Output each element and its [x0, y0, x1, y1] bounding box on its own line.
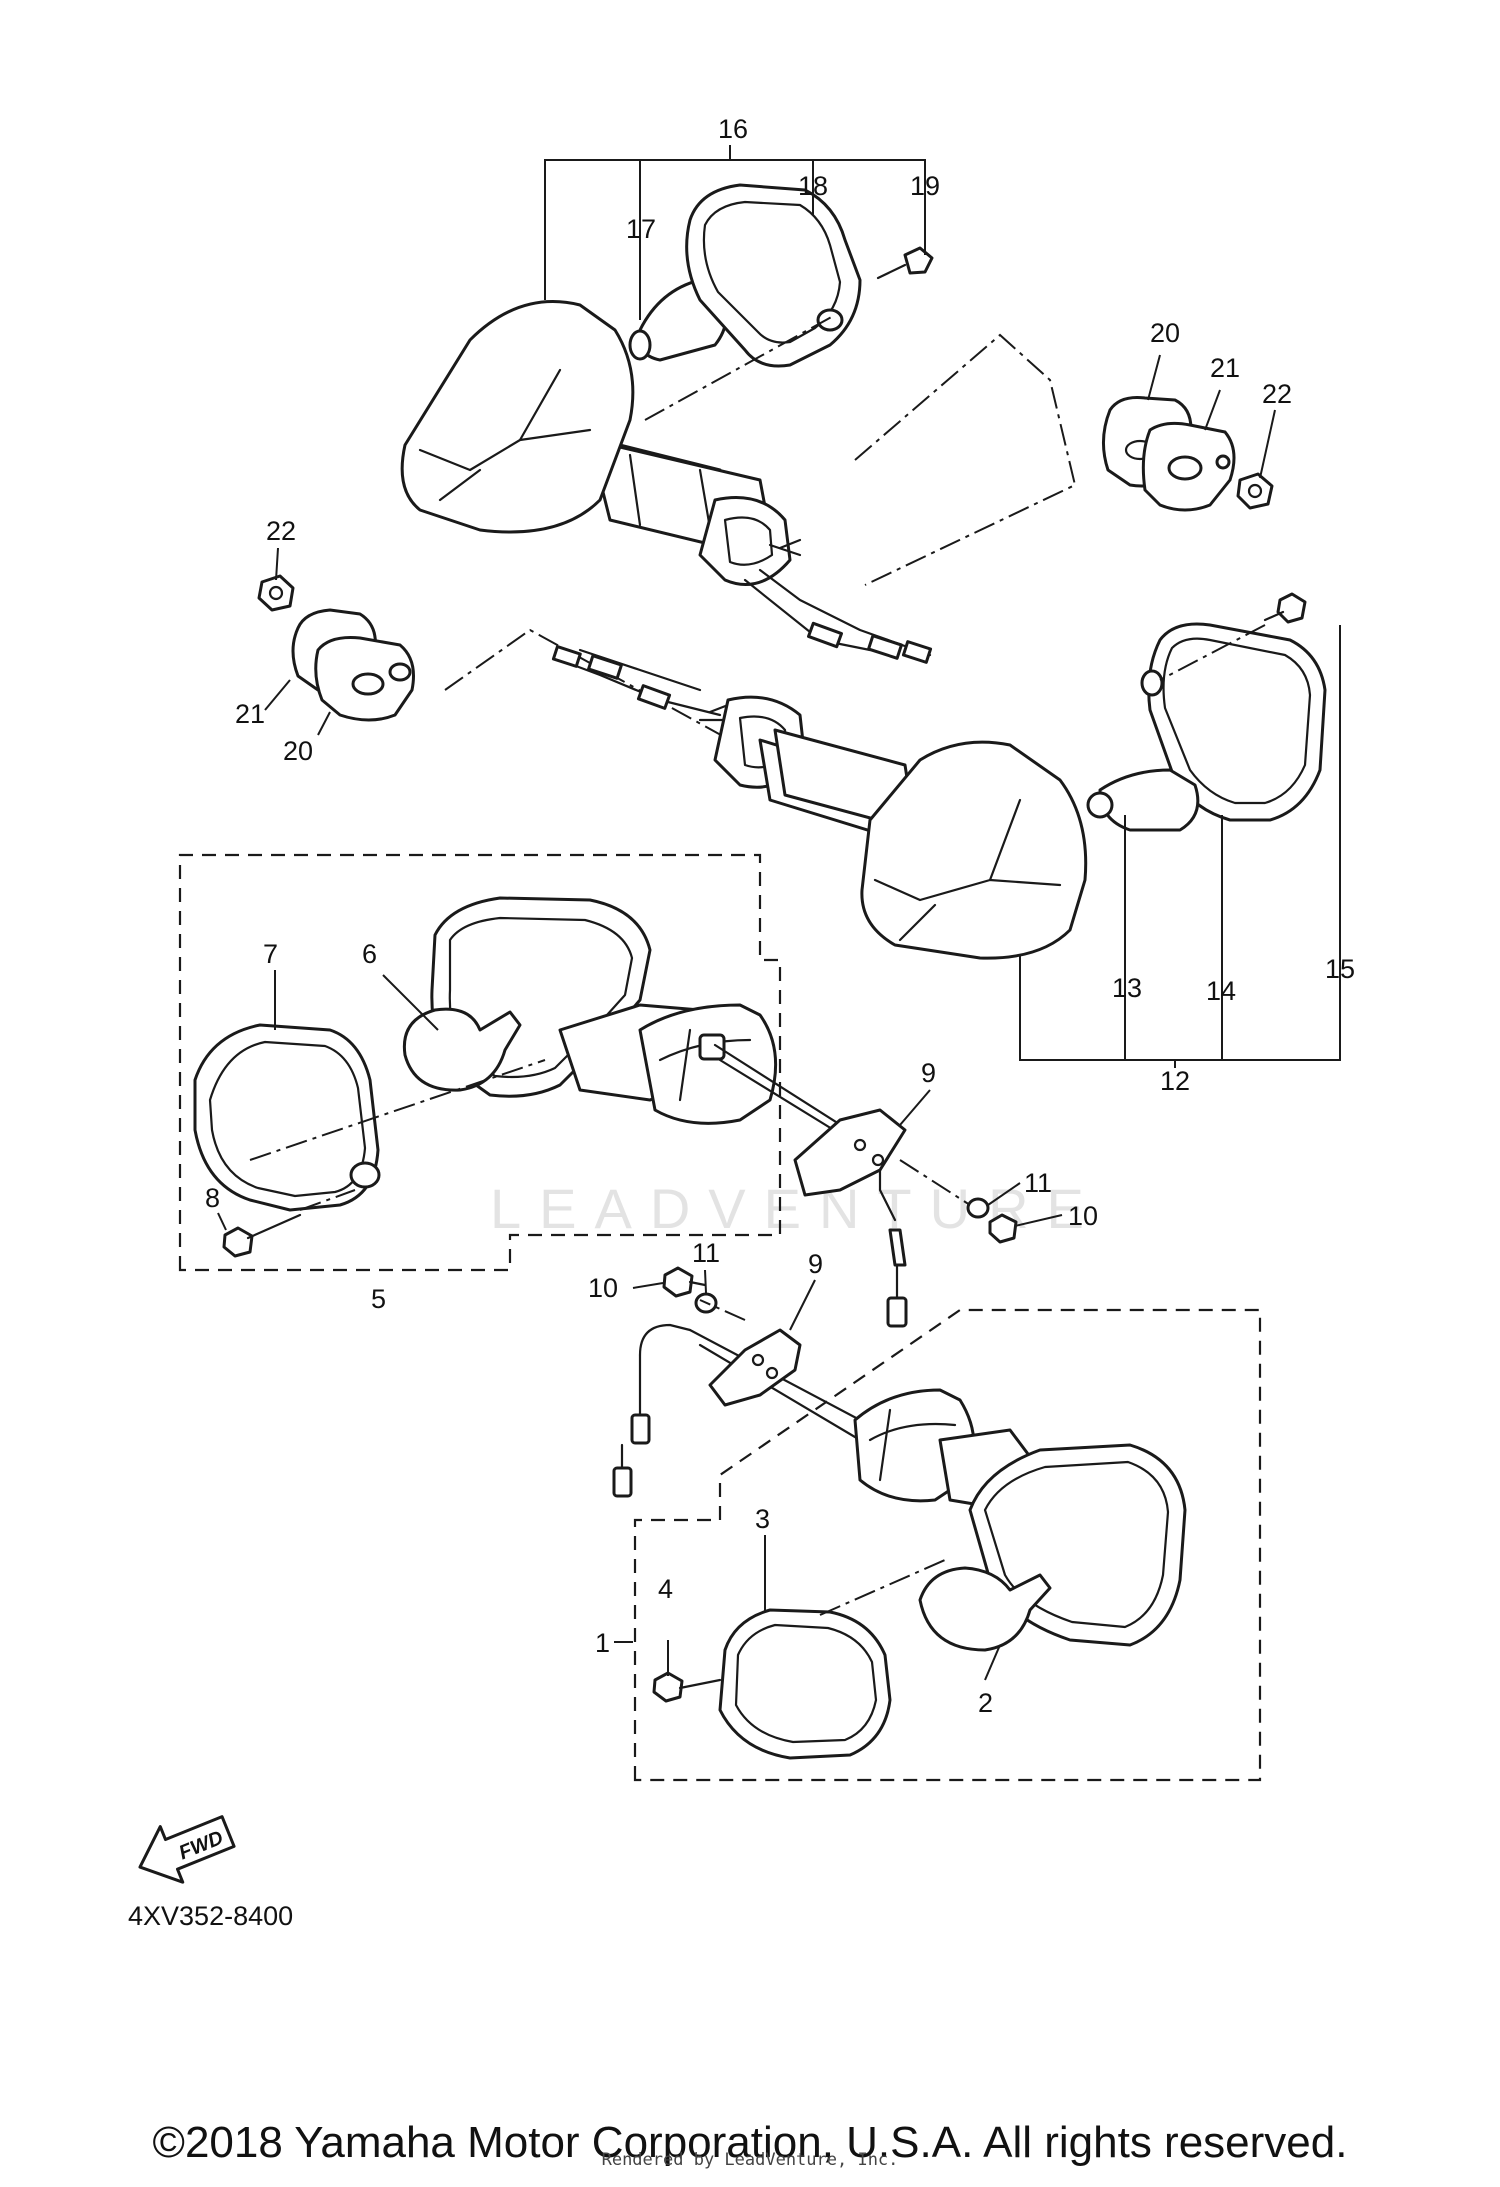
callout-21-lower: 21 [235, 699, 265, 729]
callout-16: 16 [718, 114, 748, 144]
callout-9-upper: 9 [921, 1058, 936, 1088]
rear-turn-signal-assembly-lower [551, 592, 1327, 960]
callout-10-upper: 10 [1068, 1201, 1098, 1231]
callout-13: 13 [1112, 973, 1142, 1003]
callout-11-upper: 11 [1024, 1168, 1052, 1198]
callout-7: 7 [263, 939, 278, 969]
callout-11-lower: 11 [692, 1238, 720, 1268]
leader-lines [217, 145, 1341, 1681]
front-flasher-assembly-left [178, 853, 1018, 1328]
rear-turn-signal-assembly-upper [400, 183, 1077, 664]
callout-9-lower: 9 [808, 1249, 823, 1279]
callout-10-lower: 10 [588, 1273, 618, 1303]
forward-arrow-icon: FWD [138, 1815, 236, 1884]
callout-5: 5 [371, 1284, 386, 1314]
front-flasher-assembly-right [612, 1266, 1262, 1782]
callout-labels: 16 17 18 19 20 21 22 22 21 20 13 14 15 1… [205, 114, 1355, 1718]
copyright-text: ©2018 Yamaha Motor Corporation, U.S.A. A… [152, 2118, 1348, 2167]
callout-22-lower: 22 [266, 516, 296, 546]
callout-14: 14 [1206, 976, 1236, 1006]
callout-6: 6 [362, 939, 377, 969]
callout-2: 2 [978, 1688, 993, 1718]
callout-22-upper: 22 [1262, 379, 1292, 409]
callout-3: 3 [755, 1504, 770, 1534]
callout-21-upper: 21 [1210, 353, 1240, 383]
rendered-by-text: Rendered by LeadVenture, Inc. [601, 2150, 899, 2170]
callout-20-lower: 20 [283, 736, 313, 766]
callout-19: 19 [910, 171, 940, 201]
callout-17: 17 [626, 214, 656, 244]
callout-8: 8 [205, 1183, 220, 1213]
callout-18: 18 [798, 171, 828, 201]
callout-15: 15 [1325, 954, 1355, 984]
callout-1: 1 [595, 1628, 610, 1658]
mounting-pad-set-right [1102, 396, 1274, 512]
diagram-code: 4XV352-8400 [128, 1901, 293, 1931]
callout-4: 4 [658, 1574, 673, 1604]
callout-20-upper: 20 [1150, 318, 1180, 348]
callout-12: 12 [1160, 1066, 1190, 1096]
